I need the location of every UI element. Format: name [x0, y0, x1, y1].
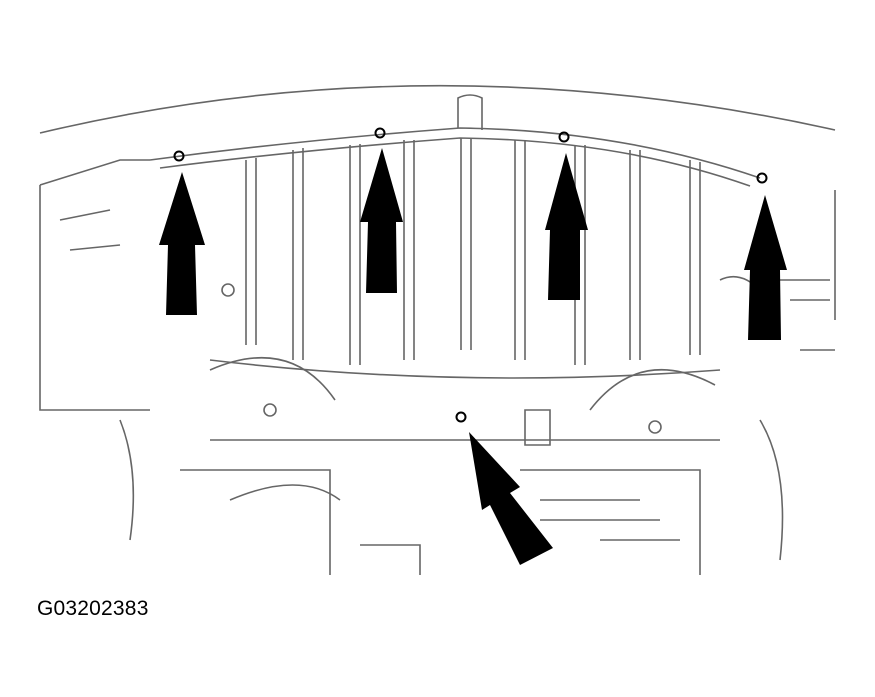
arrow-bolt-3	[545, 131, 588, 300]
arrow-bolt-4	[744, 172, 787, 340]
arrow-bolt-1	[159, 150, 205, 315]
underbody-shield-diagram	[39, 84, 836, 575]
shield-outline	[39, 84, 836, 575]
arrow-bolt-5	[455, 411, 553, 565]
figure-id-label: G03202383	[37, 597, 149, 620]
callout-arrows	[159, 127, 787, 565]
arrow-bolt-2	[360, 127, 403, 293]
